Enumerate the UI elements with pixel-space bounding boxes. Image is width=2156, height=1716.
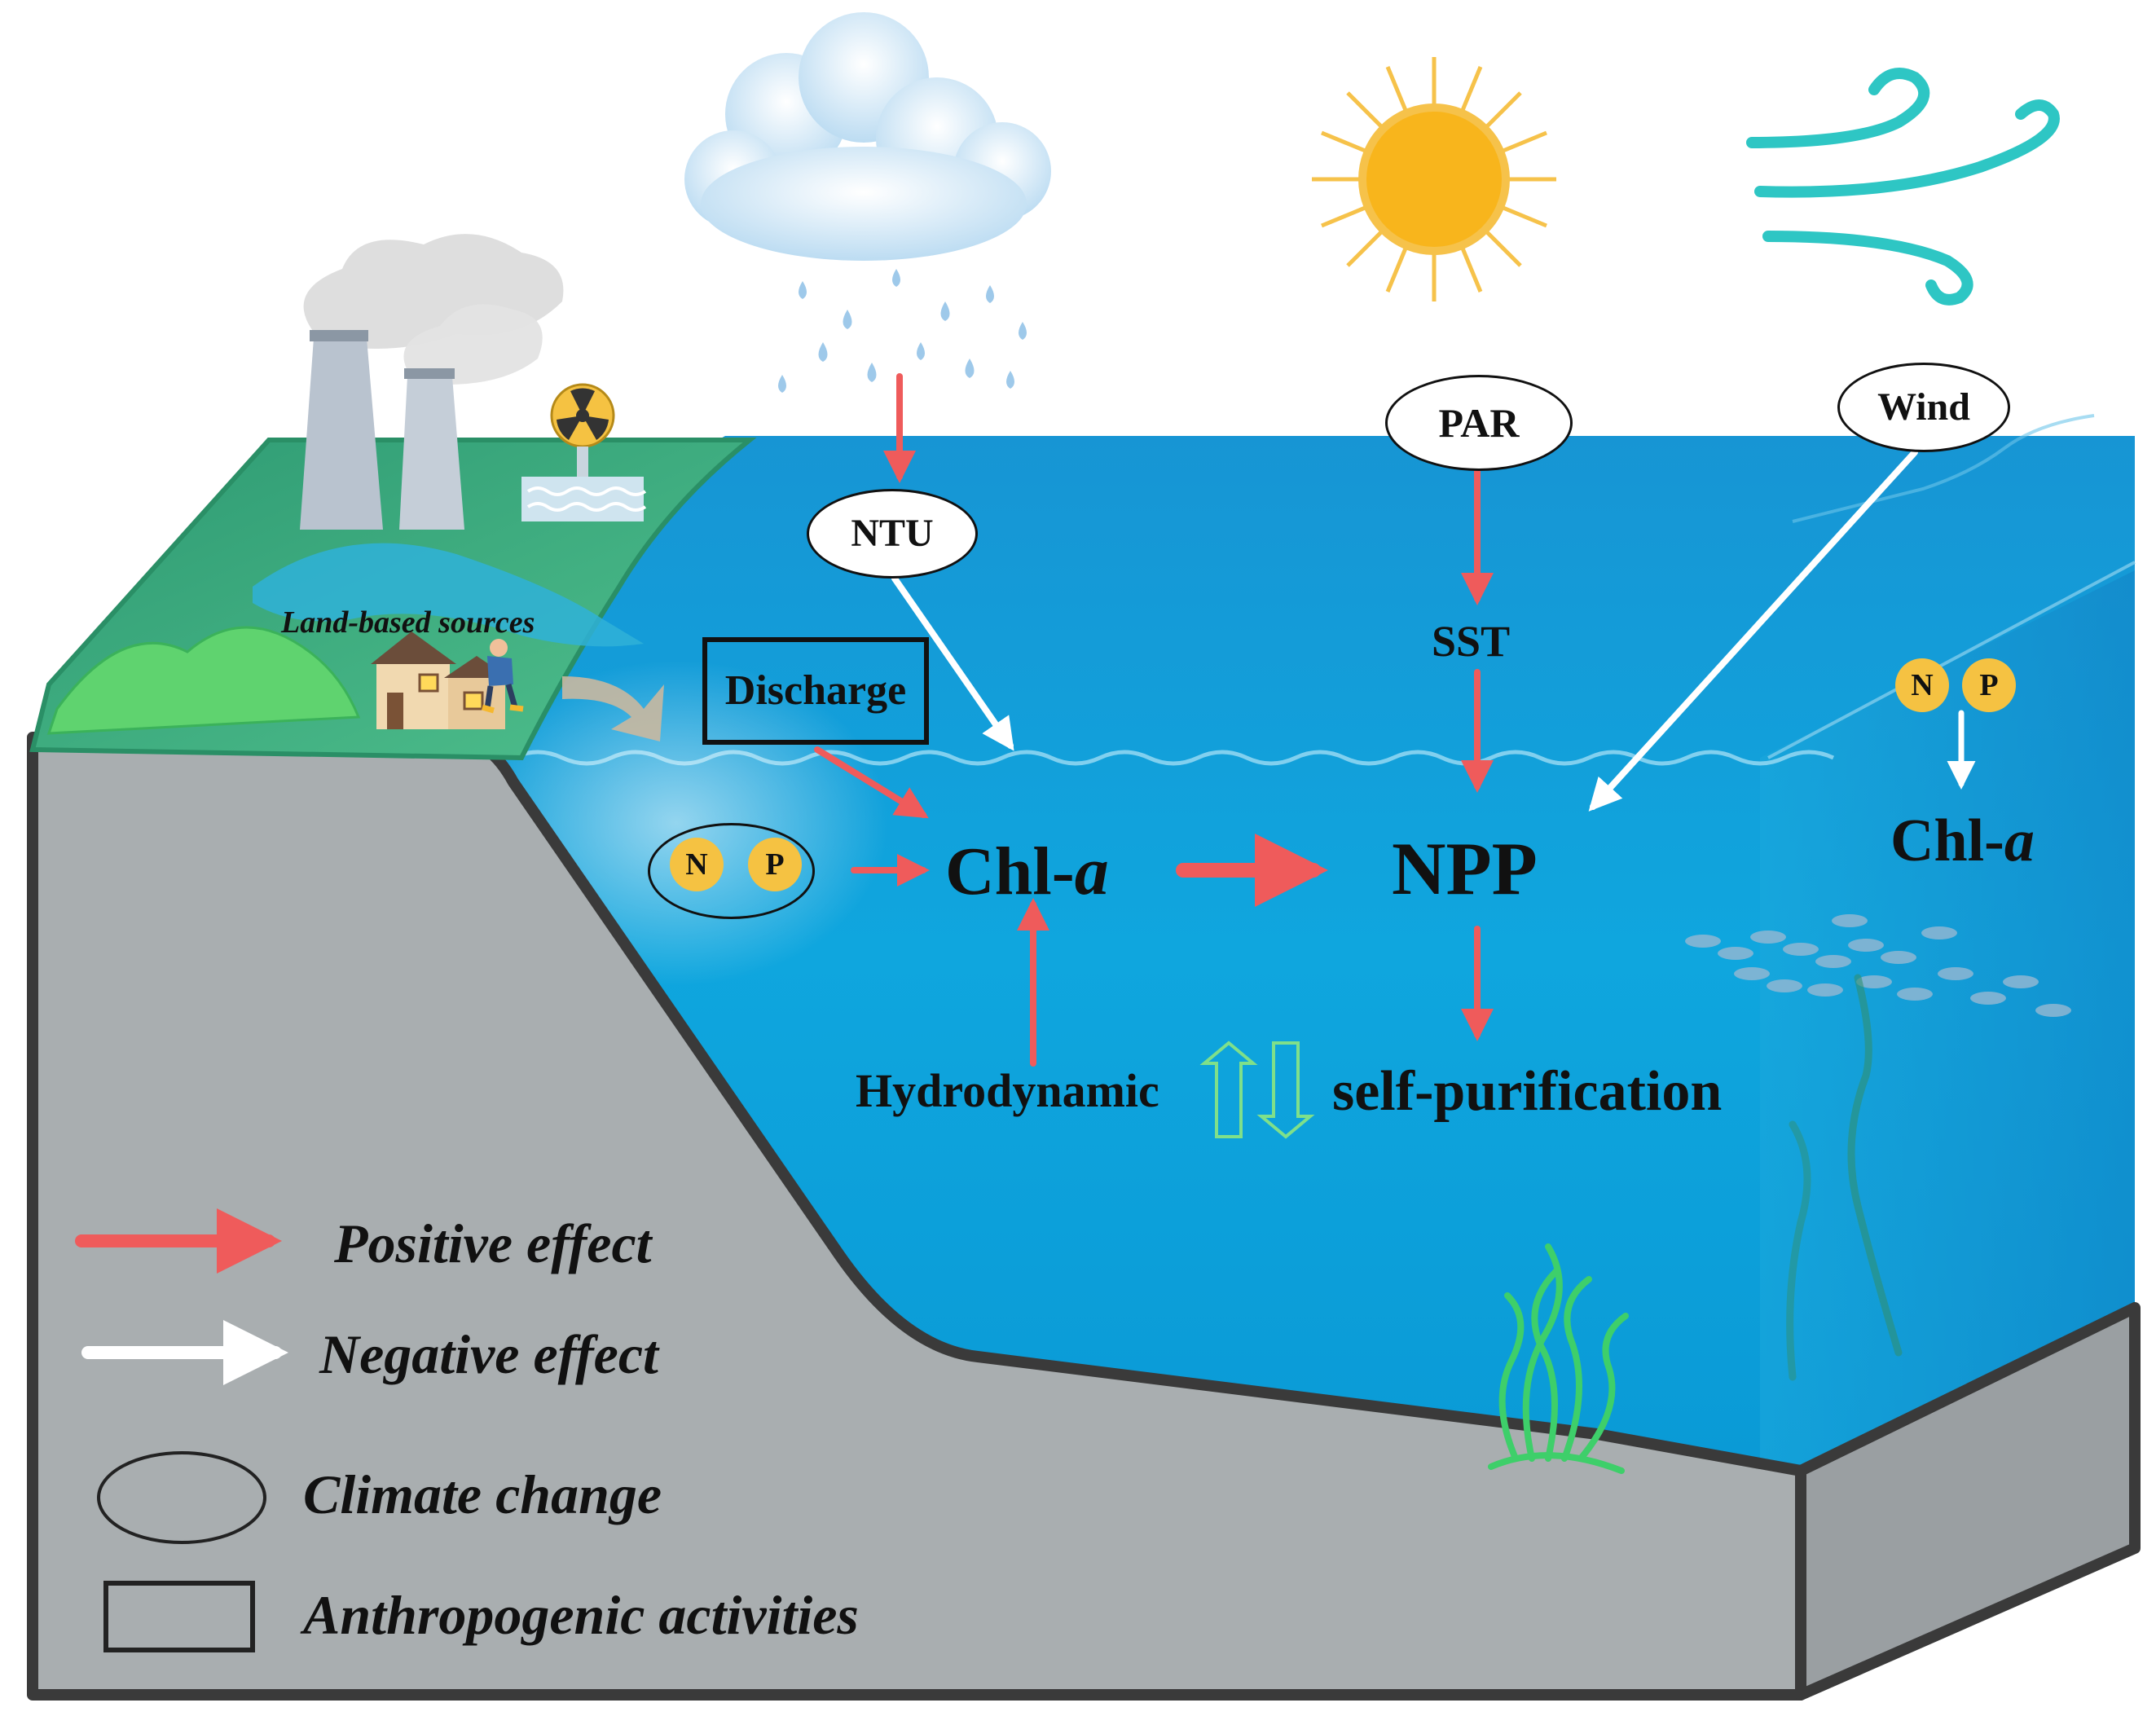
seabed-right-face	[1795, 1302, 2141, 1701]
river	[253, 543, 644, 647]
land-runoff-arrow	[562, 676, 664, 741]
legend-rect-symbol	[103, 1581, 255, 1652]
radiation-outfall-icon	[521, 383, 647, 521]
legend-anthropogenic-label: Anthropogenic activities	[303, 1584, 859, 1646]
wind-to-npp-arrow	[1588, 449, 1918, 812]
sun-icon	[1312, 57, 1556, 301]
legend-positive-label: Positive effect	[334, 1212, 652, 1274]
green-hills	[46, 626, 361, 735]
fish-school-icon	[1685, 914, 2071, 1017]
wind-oval: Wind	[1837, 363, 2010, 452]
chla-label: Chl-a	[945, 834, 1109, 909]
nitrogen-circle-right: N	[1895, 658, 1949, 712]
par-oval: PAR	[1385, 375, 1573, 471]
nitrogen-circle: N	[670, 838, 724, 891]
ntu-to-chla-arrow	[891, 575, 1014, 751]
legend-oval-symbol	[97, 1451, 266, 1544]
chla-right-label: Chl-a	[1890, 807, 2035, 874]
negative-effect-arrows	[891, 449, 1976, 812]
sea-water	[440, 436, 2135, 1467]
legend-climate-label: Climate change	[303, 1463, 662, 1525]
par-label: PAR	[1438, 400, 1520, 446]
seaweed-icon	[1488, 974, 1903, 1474]
far-wave-line	[1792, 414, 2095, 523]
wind-label: Wind	[1877, 385, 1970, 429]
positive-effect-arrows	[814, 373, 1494, 1067]
self-purification-label: self-purification	[1332, 1060, 1723, 1123]
person-icon	[482, 639, 524, 714]
right-surface-line	[1767, 561, 2136, 759]
land-based-sources-label: Land-based sources	[281, 605, 535, 640]
cloud-rain-icon	[684, 12, 1051, 393]
discharge-label: Discharge	[724, 667, 907, 714]
discharge-to-chla-arrow	[814, 746, 929, 819]
factory-chimney-icon	[300, 234, 564, 530]
water-side-panel	[1760, 570, 2135, 1467]
npp-label: NPP	[1392, 827, 1538, 910]
up-down-arrows	[1199, 1041, 1315, 1139]
sst-label: SST	[1432, 617, 1511, 666]
phosphorus-circle: P	[748, 838, 802, 891]
hydrodynamic-label: Hydrodynamic	[856, 1064, 1159, 1117]
ntu-label: NTU	[851, 512, 934, 555]
legend-negative-label: Negative effect	[319, 1323, 658, 1385]
wind-icon	[1746, 68, 2060, 306]
discharge-box: Discharge	[702, 637, 929, 745]
np-oval	[648, 823, 815, 919]
phosphorus-circle-right: P	[1962, 658, 2016, 712]
ntu-oval: NTU	[807, 489, 978, 579]
